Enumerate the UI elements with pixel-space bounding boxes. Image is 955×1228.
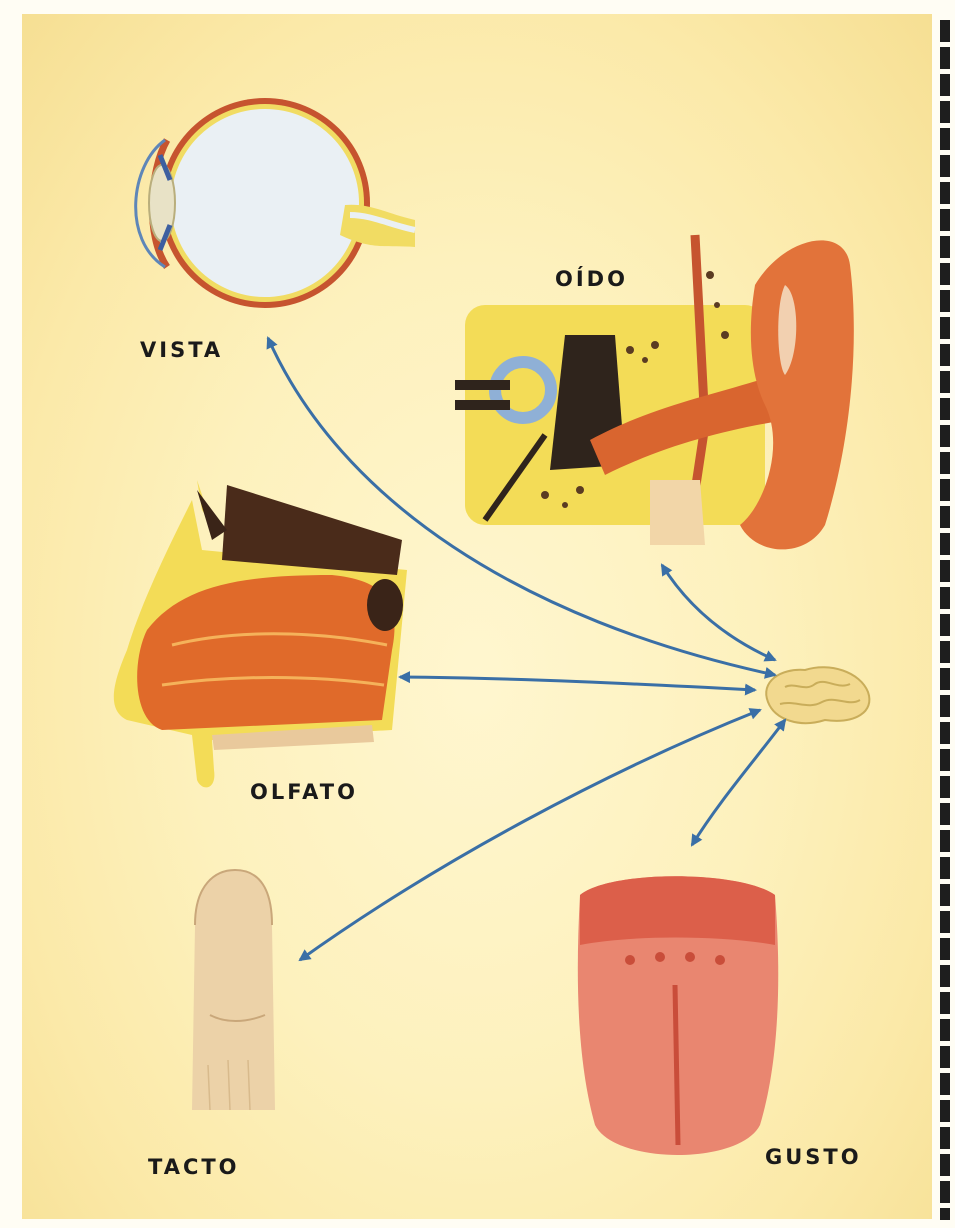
- arrow-olfato: [400, 677, 755, 690]
- arrow-gusto: [692, 720, 785, 845]
- arrow-vista: [268, 338, 775, 675]
- arrow-tacto: [300, 710, 760, 960]
- arrow-oido: [662, 565, 775, 660]
